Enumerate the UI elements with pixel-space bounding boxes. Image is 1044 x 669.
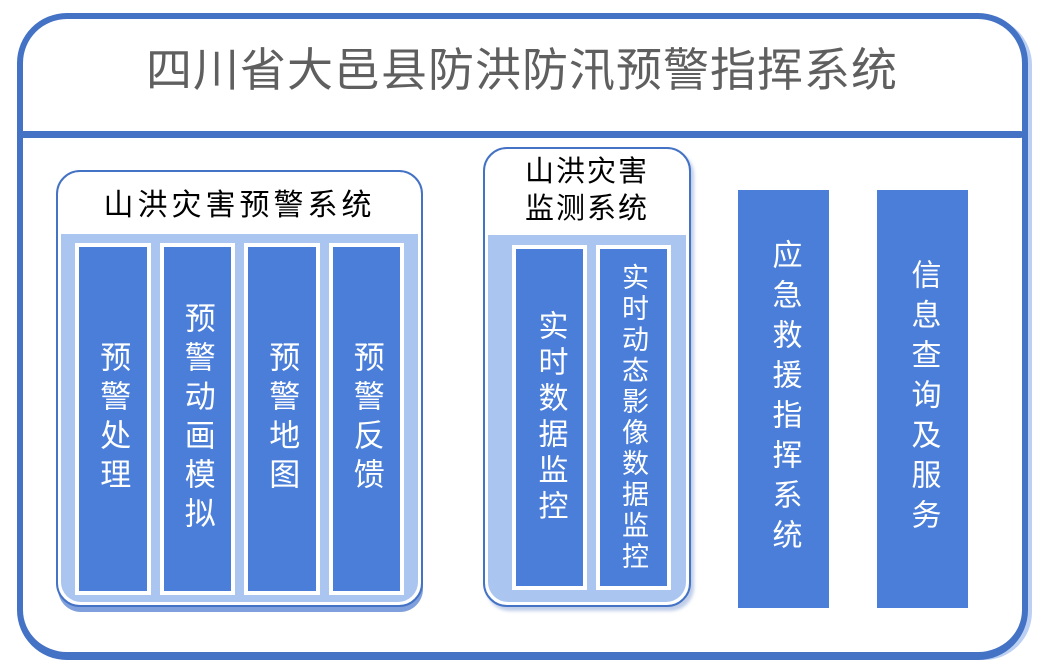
bar-realtime-dynamic-video-data-monitoring: 实时动态影像数据监控 xyxy=(596,245,671,590)
monitoring-system-group: 山洪灾害 监测系统 实时数据监控 实时动态影像数据监控 xyxy=(483,147,691,607)
bar-realtime-dynamic-video-data-monitoring-label: 实时动态影像数据监控 xyxy=(618,262,648,573)
pillar-emergency-rescue-command-system: 应急救援指挥系统 xyxy=(738,190,829,608)
bar-warning-map-label: 预警地图 xyxy=(264,341,300,497)
bar-warning-map: 预警地图 xyxy=(244,243,320,595)
pillar-information-query-and-service-label: 信息查询及服务 xyxy=(906,259,940,539)
bar-warning-processing-label: 预警处理 xyxy=(95,341,131,497)
bar-warning-processing: 预警处理 xyxy=(75,243,151,595)
bar-warning-feedback-label: 预警反馈 xyxy=(348,341,384,497)
pillar-information-query-and-service: 信息查询及服务 xyxy=(877,190,968,608)
monitoring-system-group-title-line1: 山洪灾害 xyxy=(524,156,649,188)
pillar-emergency-rescue-command-system-label: 应急救援指挥系统 xyxy=(767,239,801,559)
bar-warning-feedback: 预警反馈 xyxy=(328,243,404,595)
monitoring-system-group-panel: 实时数据监控 实时动态影像数据监控 xyxy=(488,235,686,602)
page-title: 四川省大邑县防洪防汛预警指挥系统 xyxy=(146,44,898,96)
bar-realtime-data-monitoring-label: 实时数据监控 xyxy=(533,309,567,526)
bar-realtime-data-monitoring: 实时数据监控 xyxy=(512,245,587,590)
monitoring-system-group-title: 山洪灾害 监测系统 xyxy=(485,149,689,233)
bar-warning-animation-simulation: 预警动画模拟 xyxy=(159,243,235,595)
bar-warning-animation-simulation-label: 预警动画模拟 xyxy=(179,302,215,536)
title-divider-line xyxy=(20,131,1024,138)
warning-system-group: 山洪灾害预警系统 预警处理 预警动画模拟 预警地图 预警反馈 xyxy=(56,170,423,607)
monitoring-system-group-title-line2: 监测系统 xyxy=(524,193,649,225)
warning-system-group-title: 山洪灾害预警系统 xyxy=(103,189,376,222)
warning-system-group-panel: 预警处理 预警动画模拟 预警地图 预警反馈 xyxy=(61,234,418,602)
